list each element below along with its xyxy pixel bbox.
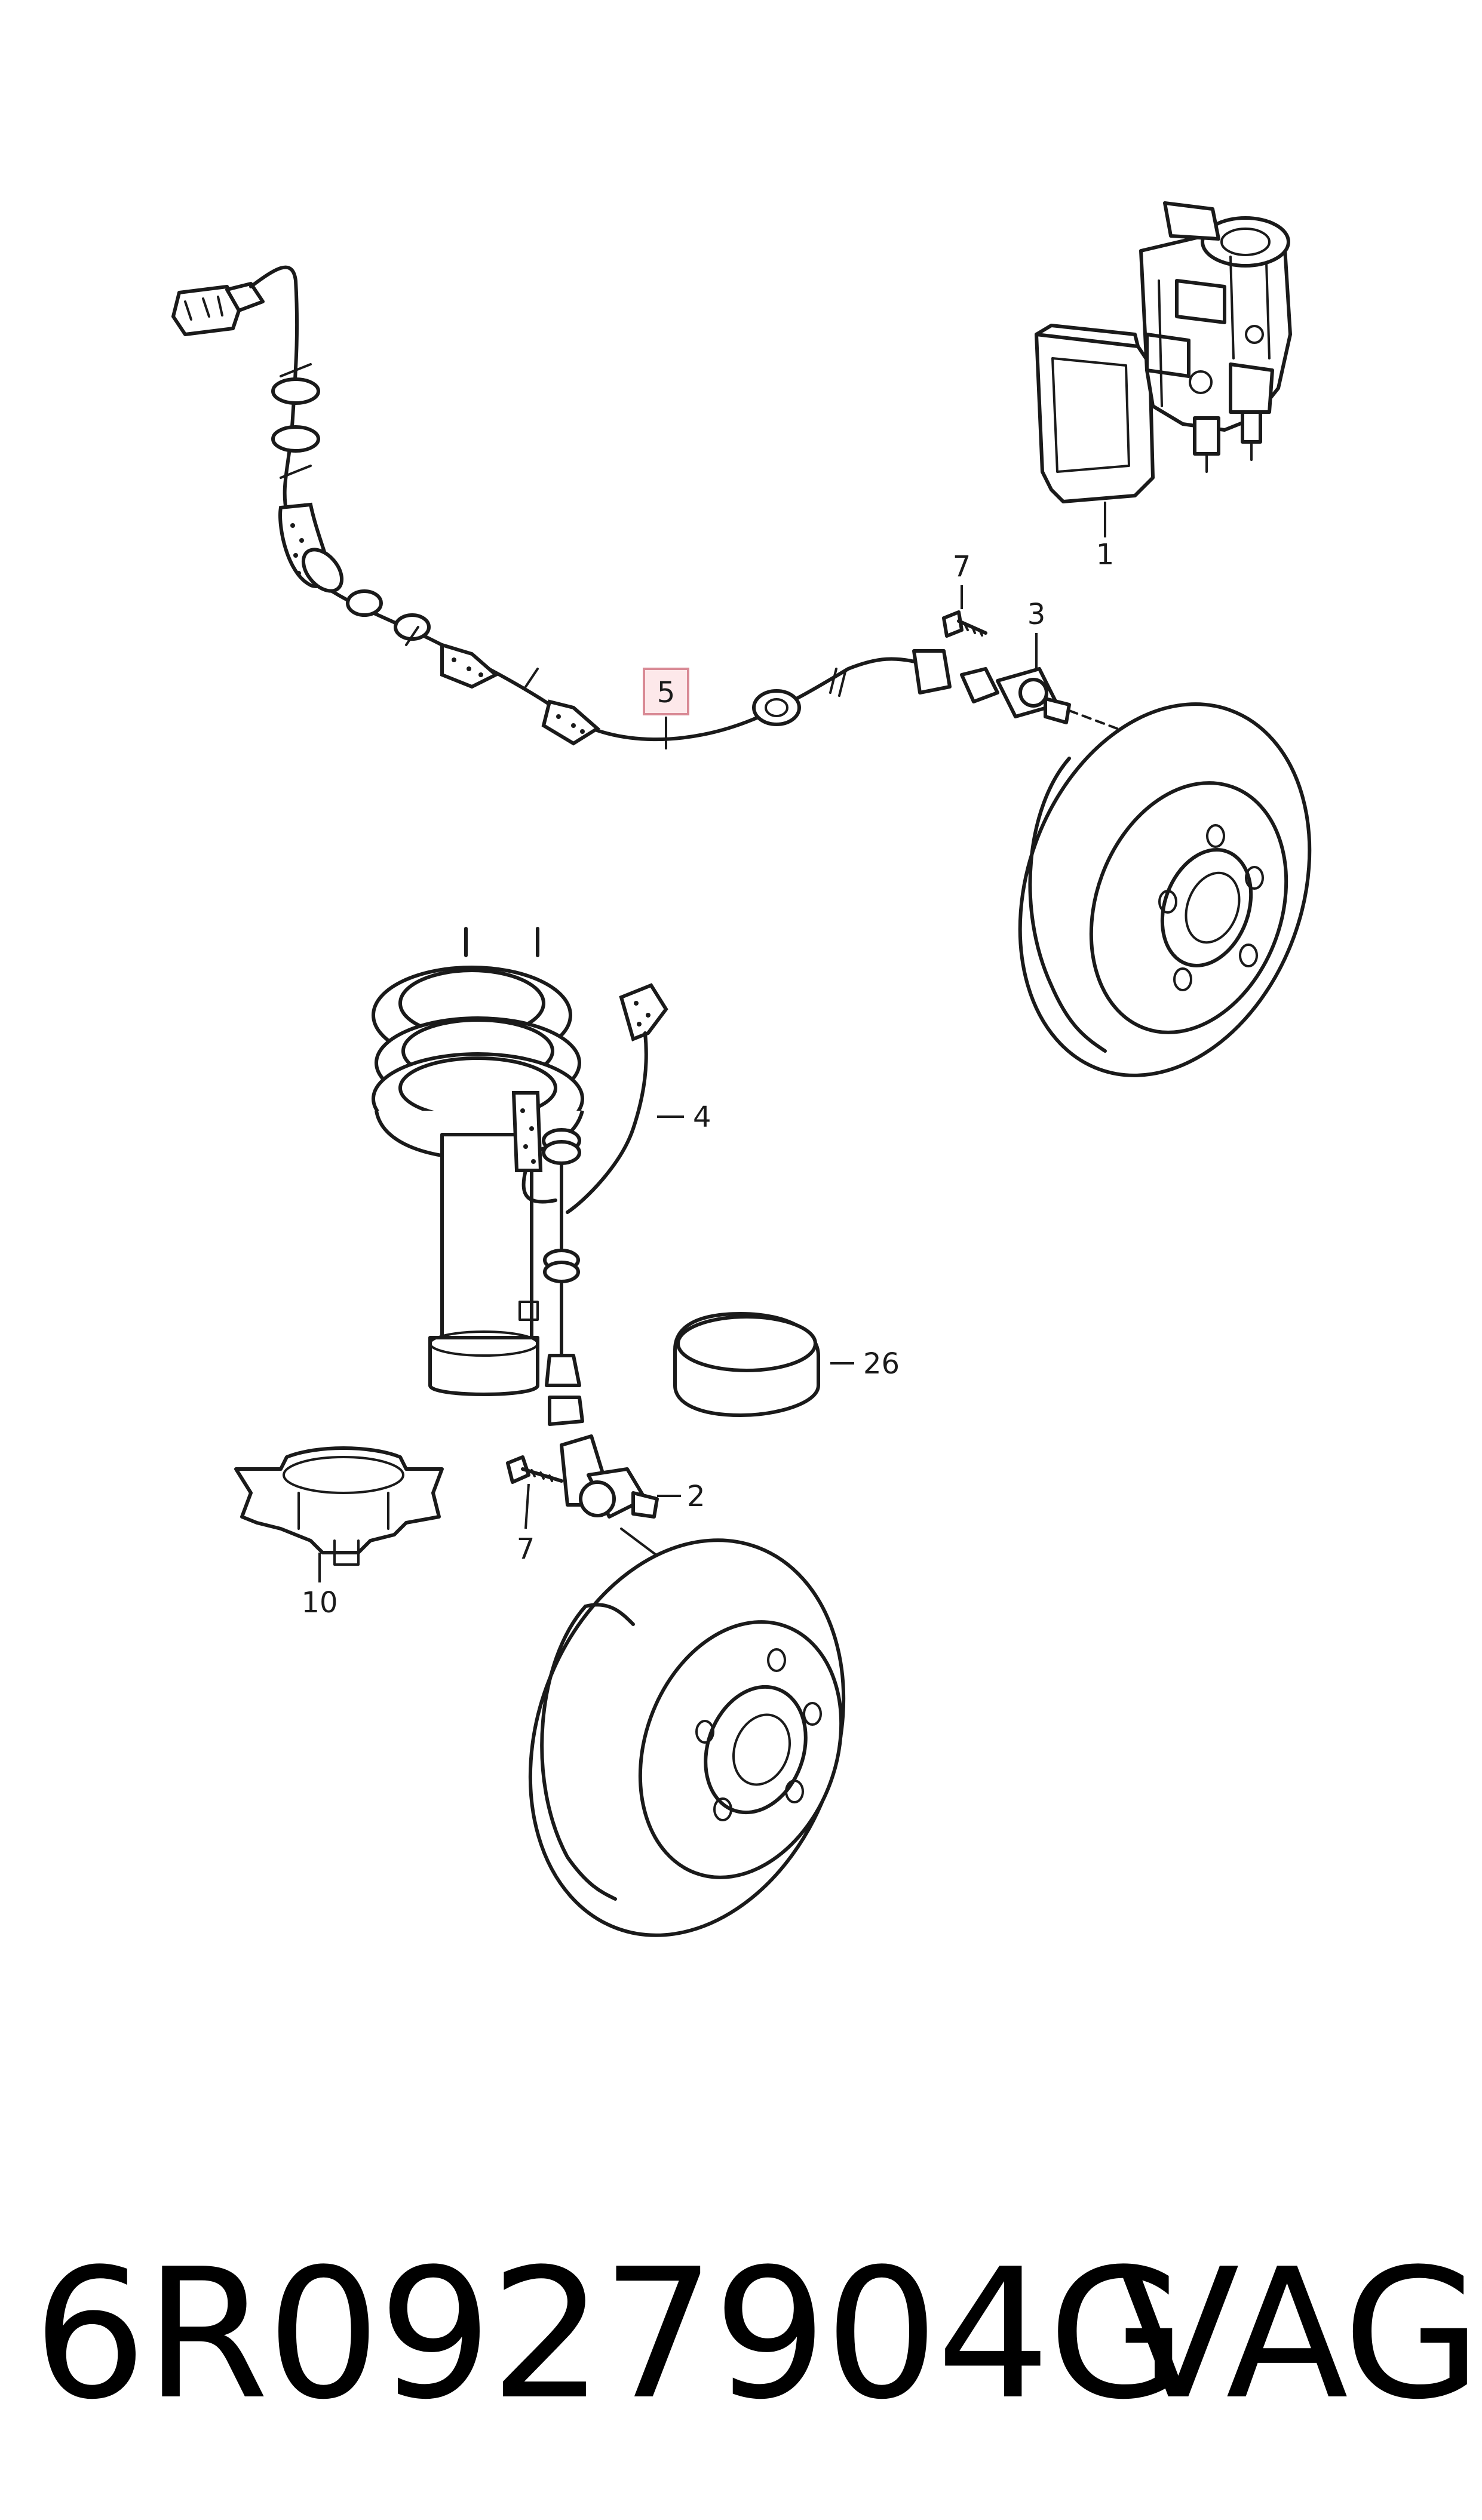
callout-5: 5	[657, 676, 676, 709]
bolt-top	[942, 610, 987, 638]
callout-7-bottom: 7	[517, 1532, 535, 1566]
callout-7-top: 7	[953, 550, 971, 583]
abs-control-unit	[1035, 201, 1292, 503]
callout-26: 26	[863, 1347, 900, 1381]
callouts: 1 7 3 5 4 26 2 7 10	[301, 538, 1114, 1619]
callout-4: 4	[693, 1101, 711, 1134]
callout-10: 10	[301, 1586, 337, 1619]
rear-speed-sensor	[960, 667, 1118, 730]
callout-3: 3	[1027, 598, 1046, 631]
front-abs-cable	[511, 983, 668, 1426]
callout-5-highlight	[643, 668, 689, 715]
callout-1: 1	[1096, 538, 1115, 571]
front-brake-disc	[528, 1538, 846, 1937]
front-speed-sensor	[560, 1434, 670, 1566]
rubber-cap	[673, 1312, 820, 1417]
bolt-bottom	[506, 1455, 563, 1484]
bracket-clip	[234, 1446, 444, 1566]
leader-lines	[318, 502, 1106, 1582]
parts-diagram: 1 7 3 5 4 26 2 7 10	[171, 201, 1312, 1937]
rear-abs-cable	[171, 265, 952, 746]
callout-2: 2	[687, 1480, 705, 1513]
brand-label: VAG	[1117, 2230, 1481, 2439]
rear-brake-disc	[1018, 702, 1312, 1077]
part-number: 6R0927904G	[33, 2230, 1187, 2439]
